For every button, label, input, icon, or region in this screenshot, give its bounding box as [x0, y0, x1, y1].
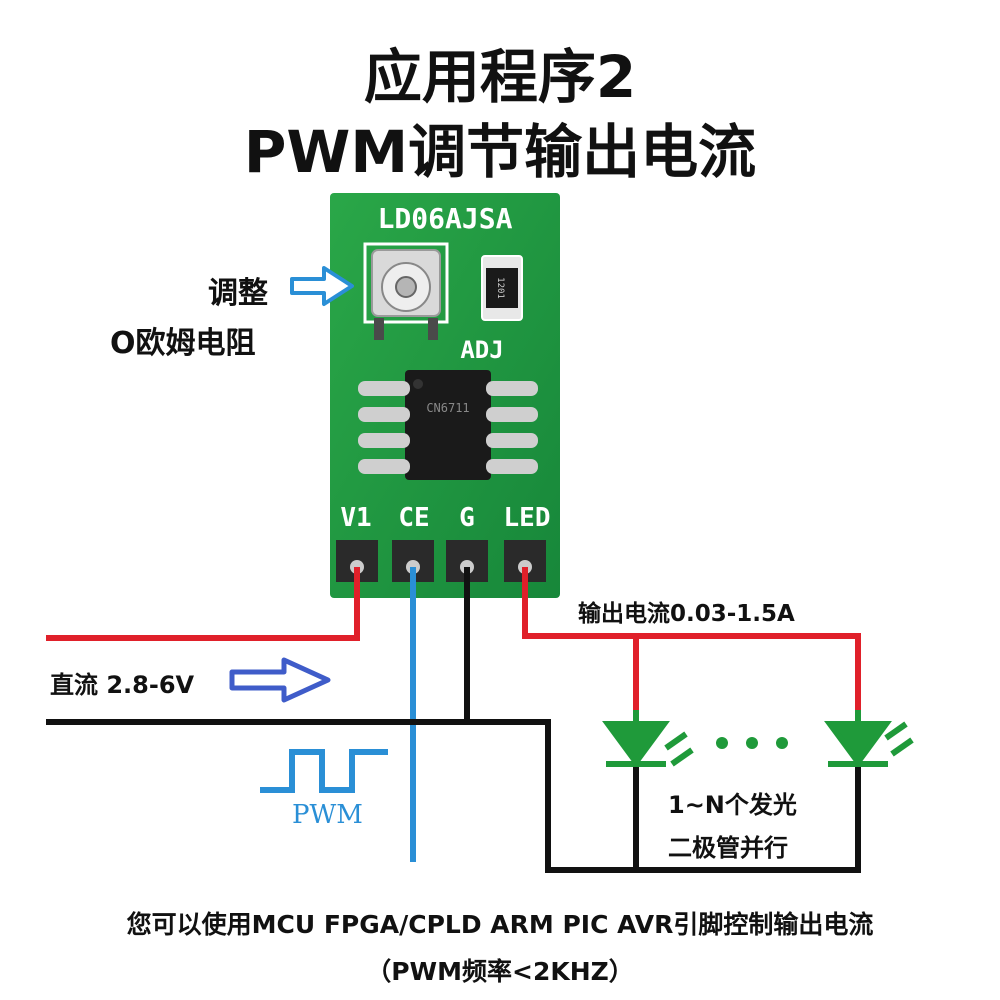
pin-label-g: G	[459, 503, 475, 533]
pin-label-ce: CE	[398, 503, 429, 533]
output-current-label: 输出电流0.03-1.5A	[578, 601, 795, 627]
footer-line-1: 您可以使用MCU FPGA/CPLD ARM PIC AVR引脚控制输出电流	[126, 910, 874, 939]
resistor-code: 1201	[495, 277, 505, 299]
dc-input-label: 直流 2.8-6V	[50, 671, 195, 699]
pin-label-v1: V1	[340, 503, 371, 533]
gnd-return-black-wire	[467, 719, 861, 873]
pwm-label: PWM	[292, 800, 363, 830]
title-line-1: 应用程序2	[363, 43, 637, 111]
potentiometer-icon[interactable]	[363, 242, 449, 340]
resistor-label: O欧姆电阻	[110, 326, 256, 361]
pwm-waveform-icon	[260, 749, 388, 793]
ic-chip-icon: CN6711	[358, 370, 538, 480]
led-1-icon	[602, 710, 694, 768]
title-line-2: PWM调节输出电流	[243, 118, 757, 186]
adjust-arrow-icon	[290, 266, 354, 306]
board-model-silkscreen: LD06AJSA	[378, 202, 513, 235]
pin-label-led: LED	[504, 503, 551, 533]
adj-silkscreen: ADJ	[460, 336, 503, 364]
led-red-wire	[522, 567, 861, 712]
footer-line-2: （PWM频率<2KHZ）	[366, 957, 634, 986]
dc-input-arrow-icon	[229, 657, 331, 703]
led-n-icon	[824, 710, 914, 768]
smd-resistor-icon: 1201	[481, 255, 523, 321]
chip-code: CN6711	[426, 401, 469, 415]
ellipsis-dots	[716, 737, 788, 749]
adjust-label: 调整	[208, 276, 268, 311]
v1-red-wire	[46, 567, 360, 641]
leds-label-line-2: 二极管并行	[668, 834, 788, 862]
leds-label-line-1: 1~N个发光	[668, 791, 797, 819]
